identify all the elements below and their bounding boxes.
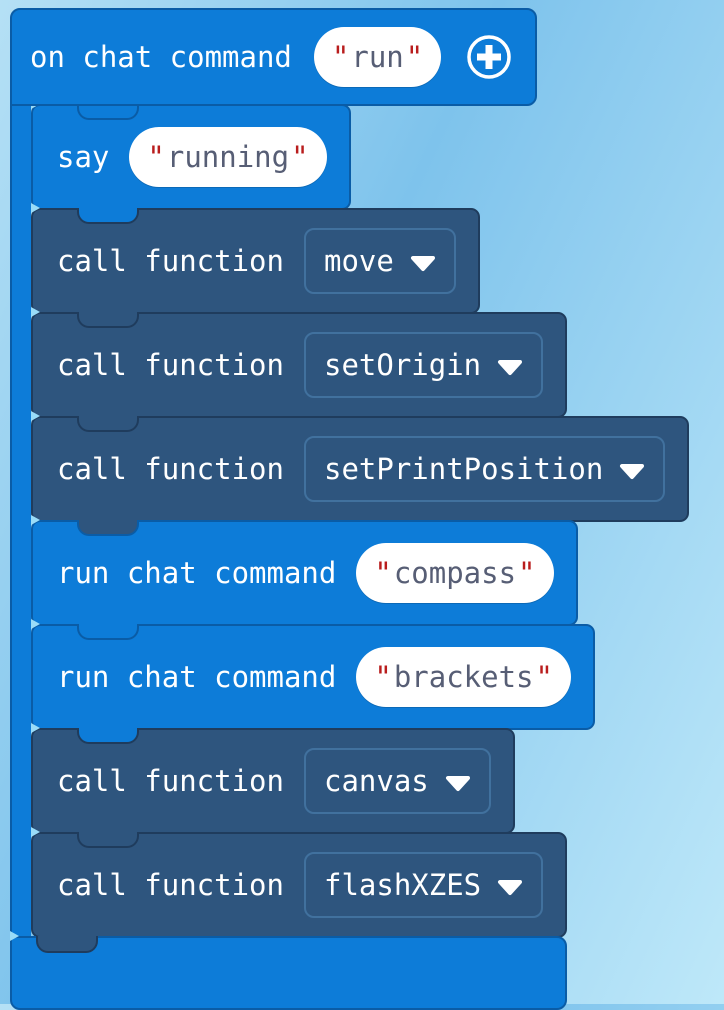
block-call-function-setorigin[interactable]: call function setOrigin <box>31 307 568 418</box>
connection-marker-icon <box>31 827 40 837</box>
statement-stack: say "running" call function move call fu… <box>31 99 690 938</box>
connection-marker-icon <box>31 307 40 317</box>
block-call-function-setprintposition[interactable]: call function setPrintPosition <box>31 411 690 522</box>
chevron-down-icon <box>497 879 523 896</box>
chevron-down-icon <box>497 359 523 376</box>
function-dropdown-flashxzes[interactable]: flashXZES <box>303 852 544 918</box>
say-text-input[interactable]: "running" <box>129 127 327 187</box>
block-call-function-canvas[interactable]: call function canvas <box>31 723 515 834</box>
on-chat-command-foot[interactable] <box>10 931 567 1010</box>
block-say[interactable]: say "running" <box>31 99 351 210</box>
block-call-function-flashxzes[interactable]: call function flashXZES <box>31 827 568 938</box>
plus-circle-icon[interactable] <box>465 33 513 81</box>
chevron-down-icon <box>619 463 645 480</box>
run-chat-command-input[interactable]: "compass" <box>356 543 554 603</box>
connection-marker-icon <box>31 619 40 629</box>
block-on-chat-command[interactable]: on chat command "run" <box>10 8 538 106</box>
block-call-function-move[interactable]: call function move <box>31 203 480 314</box>
function-dropdown-move[interactable]: move <box>303 228 456 294</box>
function-dropdown-setorigin[interactable]: setOrigin <box>303 332 544 398</box>
block-run-chat-command-brackets[interactable]: run chat command "brackets" <box>31 619 595 730</box>
function-dropdown-setprintposition[interactable]: setPrintPosition <box>303 436 666 502</box>
function-dropdown-canvas[interactable]: canvas <box>303 748 491 814</box>
on-chat-command-label: on chat command <box>30 40 292 74</box>
connection-marker-icon <box>31 723 40 733</box>
connection-marker-icon <box>31 411 40 421</box>
chevron-down-icon <box>410 255 436 272</box>
run-chat-command-input[interactable]: "brackets" <box>356 647 571 707</box>
connection-marker-icon <box>31 203 40 213</box>
chat-command-input[interactable]: "run" <box>313 27 442 87</box>
on-chat-command-spine <box>10 104 31 938</box>
connection-marker-icon <box>10 931 19 941</box>
chat-command-value: run <box>351 40 404 74</box>
connection-marker-icon <box>31 515 40 525</box>
blockly-workspace: on chat command "run" say "running" call… <box>10 8 690 1010</box>
chevron-down-icon <box>445 775 471 792</box>
block-run-chat-command-compass[interactable]: run chat command "compass" <box>31 515 578 626</box>
